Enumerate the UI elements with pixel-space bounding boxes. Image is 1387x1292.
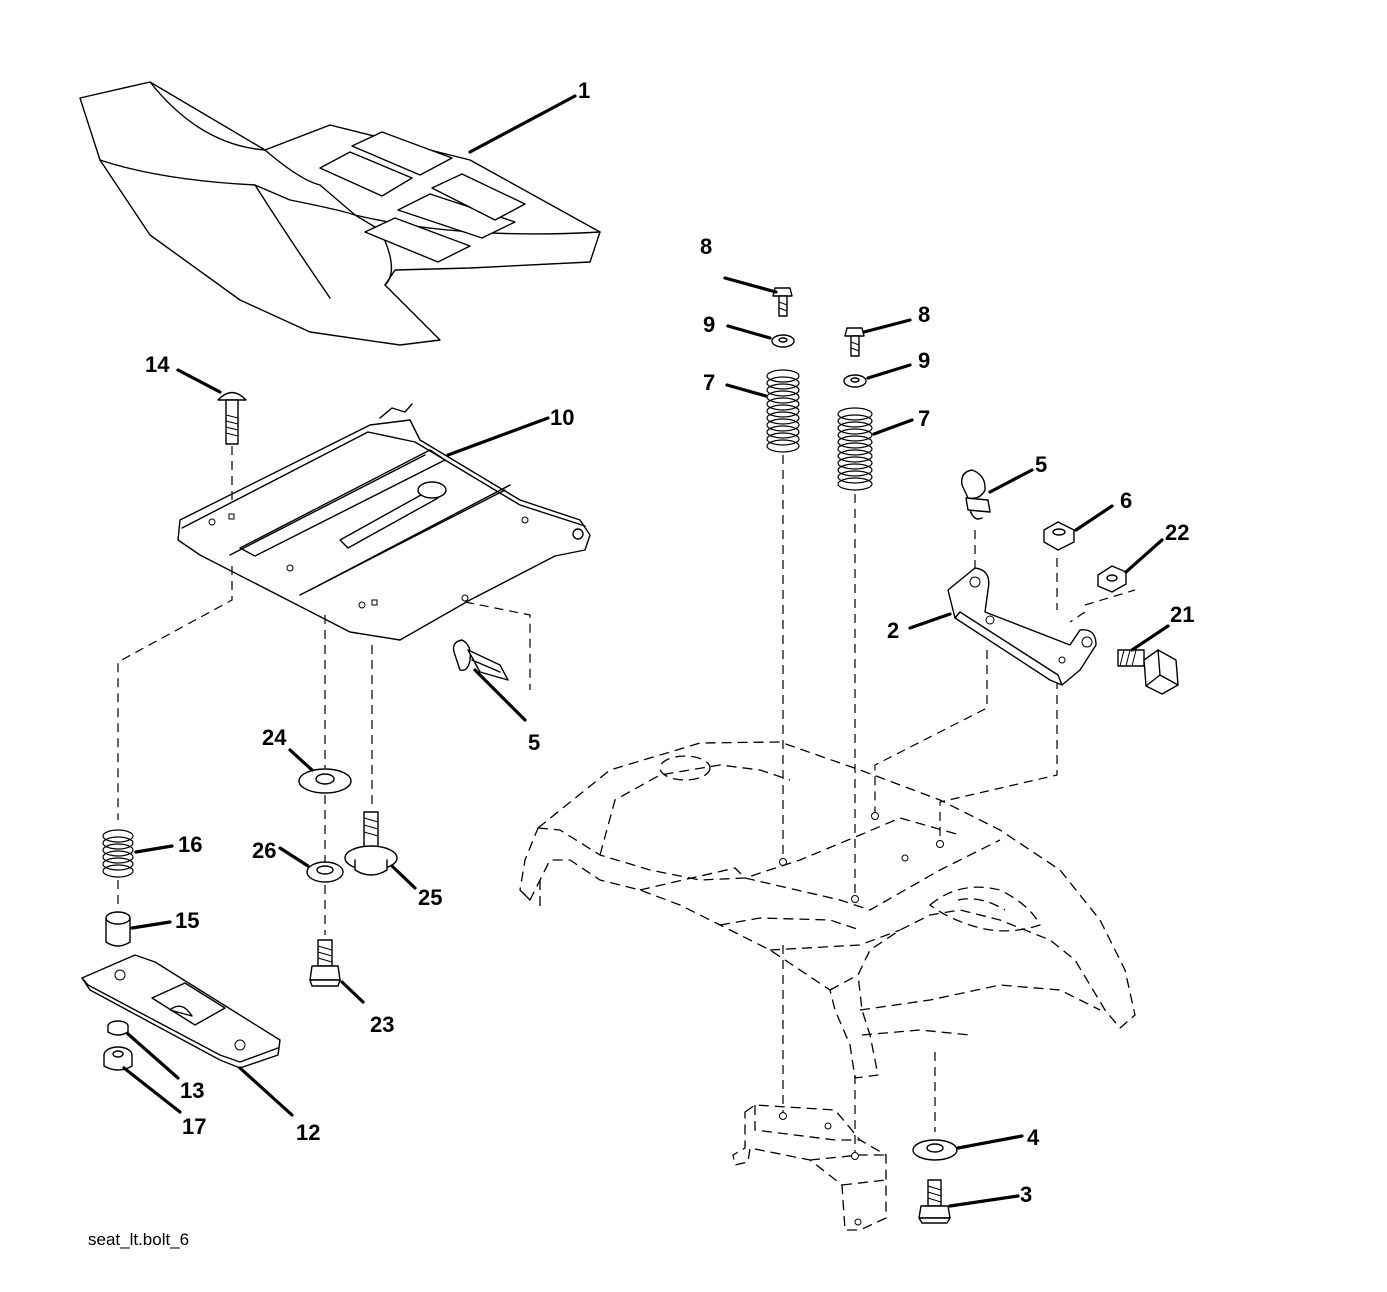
svg-text:24: 24 (262, 725, 287, 750)
callout-8-right: 8 (862, 302, 930, 334)
lower-mount-bracket (732, 1104, 887, 1231)
svg-text:14: 14 (145, 352, 170, 377)
svg-text:1: 1 (578, 78, 590, 103)
svg-text:7: 7 (918, 406, 930, 431)
svg-text:26: 26 (252, 838, 276, 863)
svg-text:16: 16 (178, 832, 202, 857)
slide-plate (81, 954, 281, 1069)
nut-22 (1097, 565, 1127, 593)
svg-text:10: 10 (550, 405, 574, 430)
callout-2: 2 (887, 612, 952, 643)
svg-text:21: 21 (1170, 602, 1194, 627)
spring-7-right (837, 407, 873, 491)
callout-4: 4 (956, 1125, 1040, 1150)
fender-chassis (519, 741, 1136, 1079)
callout-1: 1 (468, 78, 590, 154)
callout-12: 12 (238, 1066, 320, 1145)
callout-7-left: 7 (703, 370, 768, 398)
svg-text:2: 2 (887, 618, 899, 643)
svg-text:13: 13 (180, 1078, 204, 1103)
washer-4 (912, 1139, 958, 1161)
flange-nut-17 (103, 1046, 133, 1071)
seat (79, 81, 601, 346)
callout-17: 17 (122, 1066, 206, 1139)
lock-washer-26 (306, 861, 344, 883)
washer-13 (107, 1020, 129, 1036)
svg-text:4: 4 (1027, 1125, 1040, 1150)
callout-26: 26 (252, 838, 310, 868)
callout-8-left: 8 (700, 234, 778, 294)
svg-text:8: 8 (918, 302, 930, 327)
spring-16 (102, 829, 134, 878)
svg-text:7: 7 (703, 370, 715, 395)
right-assembly-lines (782, 455, 1136, 1152)
callout-9-right: 9 (866, 348, 930, 380)
callout-25: 25 (390, 864, 442, 910)
callout-23: 23 (340, 980, 394, 1037)
bolt-8-right (844, 327, 865, 357)
hair-pin-clip-right (961, 469, 991, 520)
svg-text:23: 23 (370, 1012, 394, 1037)
svg-text:12: 12 (296, 1120, 320, 1145)
svg-text:6: 6 (1120, 488, 1132, 513)
carriage-bolt (217, 391, 247, 505)
callout-7-right: 7 (872, 406, 930, 436)
callout-15: 15 (130, 908, 199, 933)
bolt-23 (309, 939, 341, 987)
callout-10: 10 (446, 405, 574, 457)
diagram-caption: seat_lt.bolt_6 (88, 1230, 189, 1249)
left-assembly-lines (117, 566, 531, 935)
callout-5-left: 5 (473, 668, 540, 755)
bracket-2 (947, 567, 1097, 686)
callout-22: 22 (1124, 520, 1189, 574)
svg-text:22: 22 (1165, 520, 1189, 545)
spring-7-left (766, 369, 800, 453)
svg-text:8: 8 (700, 234, 712, 259)
seat-pan (177, 403, 591, 641)
shoulder-bolt-25 (344, 811, 398, 876)
bolt-3 (918, 1179, 951, 1224)
svg-text:9: 9 (918, 348, 930, 373)
svg-text:9: 9 (703, 312, 715, 337)
callout-24: 24 (262, 725, 314, 772)
callout-5-right: 5 (988, 452, 1047, 494)
svg-text:25: 25 (418, 885, 442, 910)
callout-14: 14 (145, 352, 222, 394)
bolt-21 (1117, 649, 1179, 695)
washer-9-left (771, 334, 795, 348)
hair-pin-clip-left (452, 639, 509, 681)
callout-16: 16 (134, 832, 202, 857)
svg-text:15: 15 (175, 908, 199, 933)
svg-text:3: 3 (1020, 1182, 1032, 1207)
nut-6 (1043, 521, 1075, 551)
callout-9-left: 9 (703, 312, 772, 340)
callout-13: 13 (126, 1032, 204, 1103)
callout-3: 3 (948, 1182, 1032, 1208)
callout-6: 6 (1074, 488, 1132, 532)
svg-text:17: 17 (182, 1114, 206, 1139)
callout-21: 21 (1130, 602, 1194, 652)
flat-washer-24 (298, 768, 352, 794)
washer-9-right (843, 374, 867, 388)
bolt-8-left (772, 287, 793, 317)
spacer-15 (105, 911, 131, 947)
svg-text:5: 5 (1035, 452, 1047, 477)
svg-text:5: 5 (528, 730, 540, 755)
